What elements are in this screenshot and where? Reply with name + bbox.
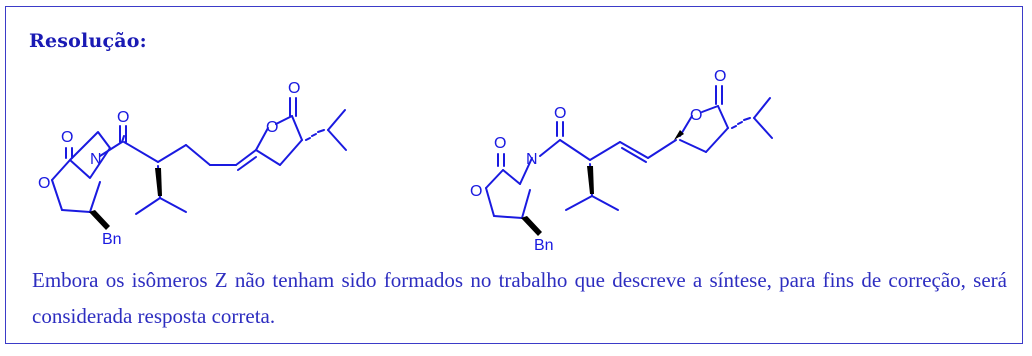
- structure-e-wedge-isopropyl: [587, 166, 594, 194]
- structure-z-o-lactone-carbonyl: O: [288, 80, 300, 97]
- structure-e-isomer: [485, 85, 773, 219]
- structure-e-o-lactone-ring: O: [690, 107, 702, 124]
- structure-e-n: N: [526, 151, 538, 168]
- structure-e-o-imide: O: [554, 105, 566, 122]
- structure-z-wedge-isopropyl: [155, 168, 162, 196]
- structure-z-wedge-benzyl: [89, 210, 110, 230]
- structure-e-o-oxazolidinone-carbonyl: O: [494, 135, 506, 152]
- structure-e-wedge-lactone: [674, 130, 684, 140]
- resolution-box: [5, 6, 1023, 344]
- structure-z-o-oxazolidinone-ring: O: [38, 175, 50, 192]
- chemical-structures: O N O O O O Bn: [38, 68, 773, 254]
- structure-e-o-lactone-carbonyl: O: [714, 68, 726, 85]
- resolution-note: Embora os isômeros Z não tenham sido for…: [32, 268, 1007, 328]
- structure-z-o-imide: O: [117, 109, 129, 126]
- structure-z-o-lactone-ring: O: [266, 119, 278, 136]
- structure-z-isomer: [51, 97, 347, 215]
- structure-e-o-oxazolidinone-ring: O: [470, 183, 482, 200]
- structure-e-wedge-benzyl: [521, 216, 542, 236]
- structure-z-o-oxazolidinone-carbonyl: O: [61, 129, 73, 146]
- resolution-heading: Resolução:: [29, 30, 147, 52]
- structure-z-n: N: [90, 151, 102, 168]
- structure-e-benzyl: Bn: [534, 237, 554, 254]
- structure-z-benzyl: Bn: [102, 231, 122, 248]
- structures-drawing: O N O O O O Bn: [38, 68, 773, 254]
